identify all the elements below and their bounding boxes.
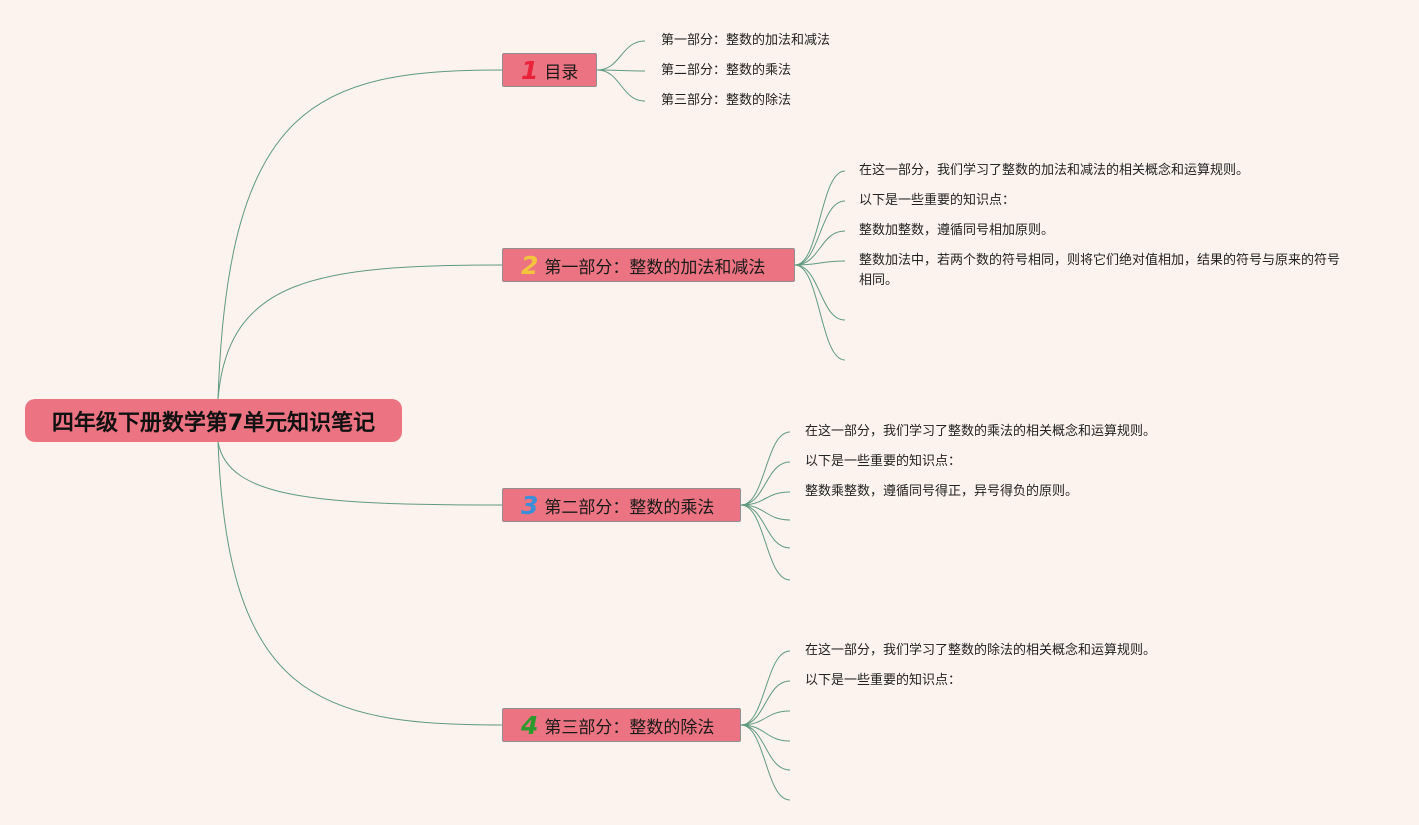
root-node[interactable]: 四年级下册数学第7单元知识笔记: [25, 399, 402, 442]
leaf-addition-2[interactable]: 以下是一些重要的知识点：: [859, 193, 1016, 208]
branch-number-2: 2: [521, 250, 539, 280]
branch-label-division: 第三部分：整数的除法: [544, 717, 715, 738]
root-connector-2: [217, 264, 503, 400]
root-connector-1: [217, 69, 503, 400]
leaf-multiplication-2[interactable]: 以下是一些重要的知识点：: [805, 454, 962, 469]
leaf-addition-3[interactable]: 整数加整数，遵循同号相加原则。: [859, 223, 1055, 238]
branch-2-leaf-connector-2: [794, 200, 846, 266]
branch-3-leaf-connector-2: [740, 461, 791, 506]
branch-node-addition-subtraction[interactable]: 2 第一部分：整数的加法和减法: [502, 248, 795, 282]
branch-label-multiplication: 第二部分：整数的乘法: [544, 497, 715, 518]
leaf-division-2[interactable]: 以下是一些重要的知识点：: [805, 673, 962, 688]
branch-number-1: 1: [521, 55, 539, 85]
leaf-toc-1[interactable]: 第一部分：整数的加法和减法: [661, 33, 831, 48]
branch-4-leaf-connector-1: [740, 650, 791, 726]
branch-number-4: 4: [521, 710, 539, 740]
root-label: 四年级下册数学第7单元知识笔记: [51, 410, 376, 436]
branch-3-leaf-connector-5: [740, 504, 791, 549]
branch-3-leaf-connector-1: [740, 431, 791, 506]
leaf-toc-2[interactable]: 第二部分：整数的乘法: [661, 63, 792, 78]
branch-2-leaf-connector-1: [794, 170, 846, 266]
branch-4-leaf-connector-3: [740, 710, 791, 726]
branch-3-leaf-connector-6: [740, 504, 791, 581]
branch-2-leaf-connector-3: [794, 230, 846, 266]
branch-node-division[interactable]: 4 第三部分：整数的除法: [502, 708, 741, 742]
branch-4-leaf-connector-4: [740, 724, 791, 742]
branch-4-leaf-connector-6: [740, 724, 791, 801]
leaf-division-1[interactable]: 在这一部分，我们学习了整数的除法的相关概念和运算规则。: [805, 643, 1157, 658]
leaf-addition-4[interactable]: 整数加法中，若两个数的符号相同，则将它们绝对值相加，结果的符号与原来的符号相同。: [859, 253, 1341, 288]
leaf-multiplication-3[interactable]: 整数乘整数，遵循同号得正，异号得负的原则。: [805, 484, 1079, 499]
branch-4-leaf-connector-2: [740, 680, 791, 726]
branch-4-leaf-connector-5: [740, 724, 791, 771]
branch-1-leaf-connector-2: [596, 69, 646, 72]
branch-1-leaf-connector-3: [596, 69, 646, 102]
root-connector-3: [217, 441, 503, 506]
branch-node-toc[interactable]: 1 目录: [502, 53, 597, 87]
branch-2-leaf-connector-4: [794, 260, 846, 266]
leaf-toc-3[interactable]: 第三部分：整数的除法: [661, 93, 792, 108]
branch-label-addition-subtraction: 第一部分：整数的加法和减法: [544, 257, 766, 278]
branch-1-leaf-connector-1: [596, 40, 646, 71]
branch-node-multiplication[interactable]: 3 第二部分：整数的乘法: [502, 488, 741, 522]
branch-number-3: 3: [521, 490, 539, 520]
branch-2-leaf-connector-5: [794, 264, 846, 321]
leaf-addition-1[interactable]: 在这一部分，我们学习了整数的加法和减法的相关概念和运算规则。: [859, 163, 1250, 178]
root-connector-4: [217, 441, 503, 726]
branch-2-leaf-connector-6: [794, 264, 846, 361]
branch-3-leaf-connector-3: [740, 491, 791, 506]
branch-label-toc: 目录: [544, 62, 579, 83]
leaf-multiplication-1[interactable]: 在这一部分，我们学习了整数的乘法的相关概念和运算规则。: [805, 424, 1157, 439]
